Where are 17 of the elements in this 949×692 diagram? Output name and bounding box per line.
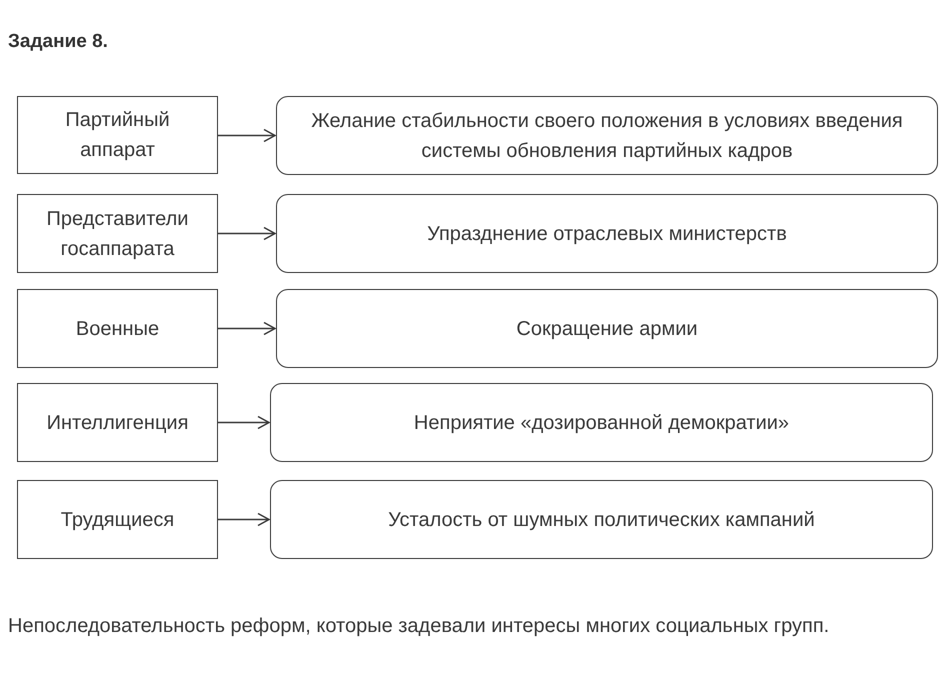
group-box: Военные [17, 289, 218, 368]
group-box: Интеллигенция [17, 383, 218, 462]
arrow [218, 322, 276, 336]
answer-text: Непоследовательность реформ, которые задевали интересы многих социальных групп. [8, 614, 830, 639]
arrow [218, 226, 276, 240]
arrow [218, 512, 270, 526]
reason-box: Неприятие «дозированной демократии» [270, 383, 933, 462]
task-title: Задание 8. [8, 31, 108, 53]
group-box: Партийный аппарат [17, 96, 218, 174]
arrow [218, 128, 276, 142]
group-box: Трудящиеся [17, 480, 218, 559]
arrow [218, 416, 270, 430]
reason-box: Сокращение армии [276, 289, 938, 368]
reason-box: Усталость от шумных политических кампаний [270, 480, 933, 559]
group-box: Представители госаппарата [17, 194, 218, 273]
reason-box: Упразднение отраслевых министерств [276, 194, 938, 273]
reason-box: Желание стабильности своего положения в условиях введения системы обновления партийных кадров [276, 96, 938, 175]
